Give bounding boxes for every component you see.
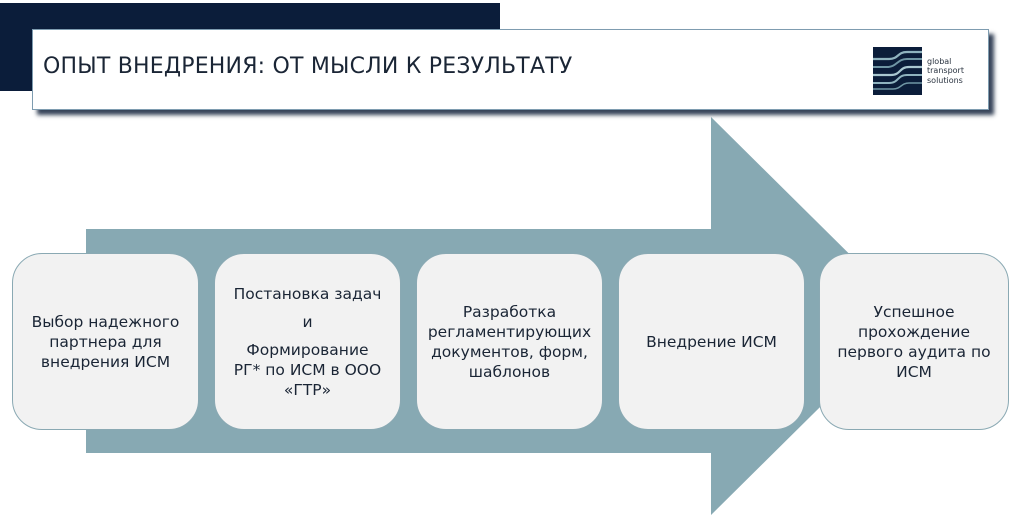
gts-wave-logo-icon: [873, 47, 922, 95]
page-title: ОПЫТ ВНЕДРЕНИЯ: ОТ МЫСЛИ К РЕЗУЛЬТАТУ: [43, 54, 573, 79]
step-text: Успешное: [873, 302, 955, 321]
logo-line: solutions: [927, 75, 963, 85]
step-text: и: [302, 312, 313, 331]
step-card-5: Успешное прохождение первого аудита по И…: [819, 253, 1009, 430]
step-text: шаблонов: [468, 362, 551, 381]
step-text: документов, форм,: [431, 342, 588, 361]
step-card-1: Выбор надежного партнера для внедрения И…: [12, 253, 199, 430]
step-text: Постановка задач: [233, 284, 382, 303]
step-text: РГ* по ИСМ в ООО: [233, 360, 382, 379]
logo-text: global transport solutions: [927, 57, 964, 86]
step-text: Формирование: [246, 340, 369, 359]
step-text: ИСМ: [896, 362, 932, 381]
step-text: внедрения ИСМ: [40, 352, 171, 371]
company-logo: global transport solutions: [873, 47, 964, 95]
step-text: прохождение: [857, 322, 971, 341]
step-card-4: Внедрение ИСМ: [618, 253, 805, 430]
step-text: «ГТР»: [283, 380, 332, 399]
step-text: первого аудита по: [837, 342, 991, 361]
step-card-3: Разработка регламентирующих документов, …: [416, 253, 603, 430]
step-text: Внедрение ИСМ: [646, 332, 777, 351]
step-text: партнера для: [49, 332, 162, 351]
step-text: Выбор надежного: [31, 312, 180, 331]
step-text: Разработка: [462, 302, 557, 321]
title-card: ОПЫТ ВНЕДРЕНИЯ: ОТ МЫСЛИ К РЕЗУЛЬТАТУ gl…: [32, 29, 989, 110]
logo-line: global: [927, 56, 952, 66]
step-text: регламентирующих: [427, 322, 592, 341]
step-card-2: Постановка задач и Формирование РГ* по И…: [214, 253, 401, 430]
logo-line: transport: [927, 66, 964, 76]
